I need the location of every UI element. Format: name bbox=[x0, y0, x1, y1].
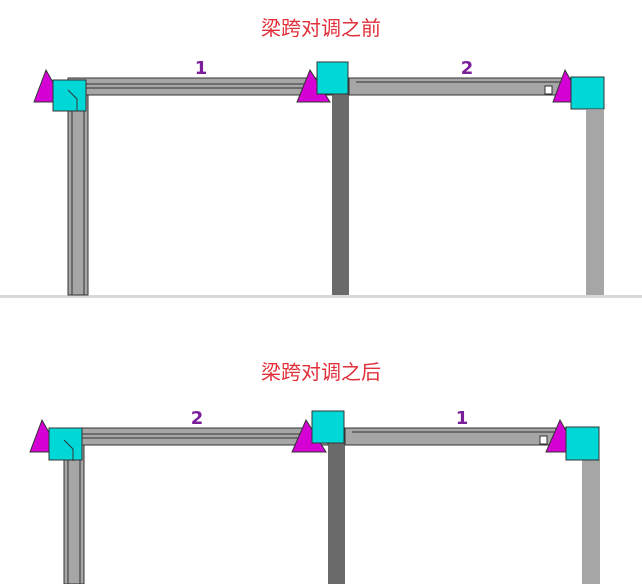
support-cap-right bbox=[570, 76, 605, 110]
beam-span-2-notch bbox=[544, 85, 553, 95]
beam-span-1 bbox=[67, 77, 333, 96]
panel-before: 1 2 bbox=[33, 58, 605, 296]
column-right bbox=[582, 460, 600, 584]
panel-title-after: 梁跨对调之后 bbox=[261, 360, 381, 384]
span-label-right: 2 bbox=[461, 58, 474, 79]
beam-span-right-notch bbox=[539, 435, 548, 445]
column-middle bbox=[332, 94, 349, 295]
support-cap-right bbox=[565, 426, 600, 461]
panel-title-before: 梁跨对调之前 bbox=[261, 16, 381, 40]
support-cap-left bbox=[48, 427, 83, 461]
column-middle bbox=[328, 442, 345, 584]
span-label-right: 1 bbox=[456, 408, 469, 429]
support-cap-left-mark bbox=[63, 439, 74, 461]
support-cap-middle bbox=[316, 61, 349, 95]
beam-span-left bbox=[63, 427, 329, 446]
span-label-left: 2 bbox=[191, 408, 204, 429]
panel-divider bbox=[0, 295, 642, 298]
support-cap-middle bbox=[311, 410, 345, 444]
support-cap-left bbox=[52, 79, 87, 112]
span-label-left: 1 bbox=[195, 58, 208, 79]
column-left bbox=[63, 439, 85, 584]
column-left bbox=[67, 91, 89, 296]
support-cap-left-mark bbox=[67, 89, 78, 111]
panel-after: 2 1 bbox=[29, 408, 600, 584]
column-right bbox=[586, 110, 604, 295]
